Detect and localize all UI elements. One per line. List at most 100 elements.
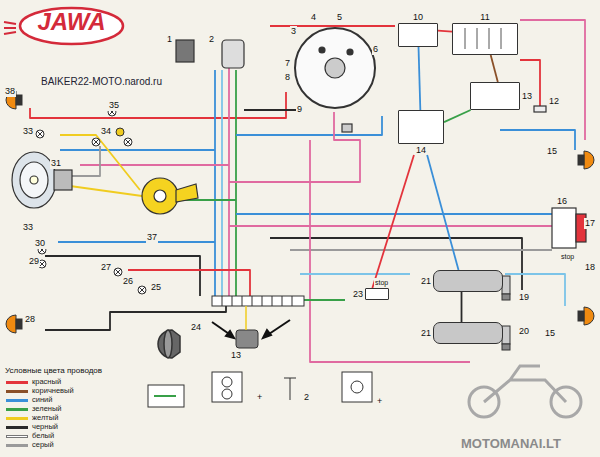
lamp-bulb	[124, 138, 132, 146]
symbol-box	[351, 381, 363, 393]
lamp-bulb	[37, 131, 43, 137]
wire	[520, 20, 585, 140]
callout-number: 18	[584, 262, 596, 273]
headlamp	[54, 170, 72, 190]
relay-box: 14	[398, 110, 444, 155]
wire	[70, 146, 100, 176]
wire	[235, 70, 237, 296]
cell-line	[489, 28, 490, 49]
callout-number: 35	[108, 100, 120, 111]
callout-number: 15	[544, 328, 556, 339]
lamp-bulb	[36, 108, 146, 294]
watermark: MOTOMANAI.LT	[460, 436, 562, 451]
turn-signal	[578, 151, 594, 169]
component	[295, 28, 375, 108]
legend-text: серый	[32, 441, 54, 449]
callout-number: 34	[100, 126, 112, 137]
turn-signal	[6, 91, 594, 333]
wire-connector	[372, 155, 414, 288]
callout-number: 14	[415, 145, 427, 155]
callout-number: 25	[150, 282, 162, 293]
wire	[244, 109, 300, 111]
callout-number: 28	[24, 314, 36, 325]
wire	[290, 249, 552, 251]
ignition-coil: 21	[420, 270, 503, 292]
legend-entry: белый	[6, 432, 54, 440]
logo-oval: JAWA	[18, 6, 125, 46]
pointer-arrow	[226, 331, 234, 338]
wire	[300, 299, 345, 301]
legend-entry: желтый	[6, 414, 58, 422]
relay-box-body	[470, 82, 520, 110]
turn-signal	[578, 311, 584, 321]
callout-number: 9	[296, 104, 303, 115]
callout-number: 17	[584, 218, 596, 229]
light-switch	[142, 178, 198, 214]
turn-signal	[16, 319, 22, 329]
lamp-bulb	[138, 286, 146, 294]
callout-number: 33	[22, 222, 34, 233]
wire	[214, 70, 216, 296]
turn-signal	[578, 307, 594, 325]
legend-entry: черный	[6, 423, 58, 431]
symbol-box	[154, 395, 176, 397]
callout-number: 30	[34, 238, 46, 249]
callout-number: 21	[420, 328, 432, 338]
symbol-box	[222, 377, 232, 387]
wire	[505, 274, 565, 306]
turn-signal	[16, 95, 22, 105]
callout-number: 4	[310, 12, 317, 23]
watermark-motorcycle	[484, 366, 566, 402]
legend-entry: зеленый	[6, 405, 62, 413]
symbol-box	[342, 372, 372, 402]
connector-strip	[236, 330, 258, 348]
lamp-bulb	[138, 286, 146, 294]
wire	[229, 225, 552, 227]
legend-text: зеленый	[32, 405, 62, 413]
logo-wing	[4, 22, 16, 34]
callout-number: 12	[548, 96, 560, 107]
logo-text: JAWA	[18, 6, 125, 38]
horn	[158, 330, 180, 358]
cell-line	[477, 28, 478, 49]
lamp-bulb	[36, 130, 44, 138]
tail-light	[552, 208, 586, 248]
wire	[45, 256, 200, 296]
callout-number: 11	[479, 12, 490, 22]
legend-swatch	[6, 390, 28, 393]
turn-signal	[578, 155, 584, 165]
connector-strip	[212, 296, 304, 306]
connector-strip	[222, 296, 292, 306]
battery-cells	[453, 24, 516, 53]
legend-text: белый	[32, 432, 54, 440]
regulator-box: 10	[398, 12, 438, 47]
wire	[520, 60, 540, 106]
legend-text: коричневый	[32, 387, 74, 395]
wire	[221, 70, 223, 296]
legend-swatch	[6, 417, 28, 420]
symbol-box	[148, 385, 184, 407]
wire-connector	[419, 47, 421, 110]
callout-number: 3	[290, 26, 297, 37]
headlamp	[20, 162, 48, 198]
spark-plug	[502, 326, 510, 350]
callout-number: 23	[352, 289, 364, 299]
watermark-motorcycle	[469, 366, 581, 417]
legend-entry: синий	[6, 396, 52, 404]
callout-number: 13	[521, 91, 533, 101]
legend-heading: Условные цвета проводов	[4, 366, 103, 376]
callout-number: 16	[556, 196, 568, 207]
component	[176, 40, 194, 62]
wire	[300, 273, 410, 275]
component	[222, 40, 244, 68]
callout-number: 37	[146, 232, 158, 243]
lamp-bulb	[36, 130, 44, 138]
wire	[80, 164, 229, 166]
callout-number: 24	[190, 322, 202, 333]
lamp-bulb	[92, 138, 100, 146]
